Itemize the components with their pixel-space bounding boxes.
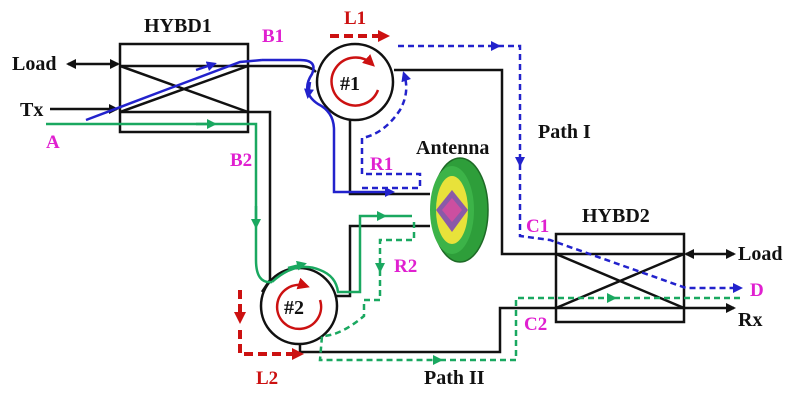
- black-wiring: [50, 59, 736, 354]
- load-left-label: Load: [12, 53, 56, 75]
- r1-label: R1: [370, 154, 393, 175]
- circulator-1: [315, 42, 395, 122]
- antenna-icon: [430, 157, 489, 263]
- hybrid-coupler-1: [118, 42, 250, 134]
- hybd2-label: HYBD2: [582, 205, 650, 227]
- port-b2-label: B2: [230, 150, 252, 171]
- l2-label: L2: [256, 368, 278, 389]
- port-a-label: A: [46, 132, 60, 153]
- tx-label: Tx: [20, 99, 43, 121]
- r2-label: R2: [394, 256, 417, 277]
- green-dashed-path: [318, 222, 740, 365]
- path-i-label: Path I: [538, 121, 591, 143]
- circulator-1-label: #1: [340, 73, 360, 95]
- hybd1-label: HYBD1: [144, 15, 212, 37]
- circulator-2-label: #2: [284, 297, 304, 319]
- antenna-label: Antenna: [416, 137, 489, 159]
- hybrid-coupler-icon: [554, 232, 686, 324]
- port-d-label: D: [750, 280, 764, 301]
- path-ii-label: Path II: [424, 367, 485, 389]
- hybrid-coupler-icon: [118, 42, 250, 134]
- blue-path: [85, 58, 395, 197]
- port-b1-label: B1: [262, 26, 284, 47]
- port-c2-label: C2: [524, 314, 547, 335]
- red-dashed-markers: [234, 30, 390, 360]
- hybrid-coupler-2: [554, 232, 686, 324]
- green-path: [46, 119, 412, 294]
- l1-label: L1: [344, 8, 366, 29]
- port-c1-label: C1: [526, 216, 549, 237]
- rx-label: Rx: [738, 309, 762, 331]
- load-right-label: Load: [738, 243, 782, 265]
- blue-dashed-path: [360, 41, 743, 293]
